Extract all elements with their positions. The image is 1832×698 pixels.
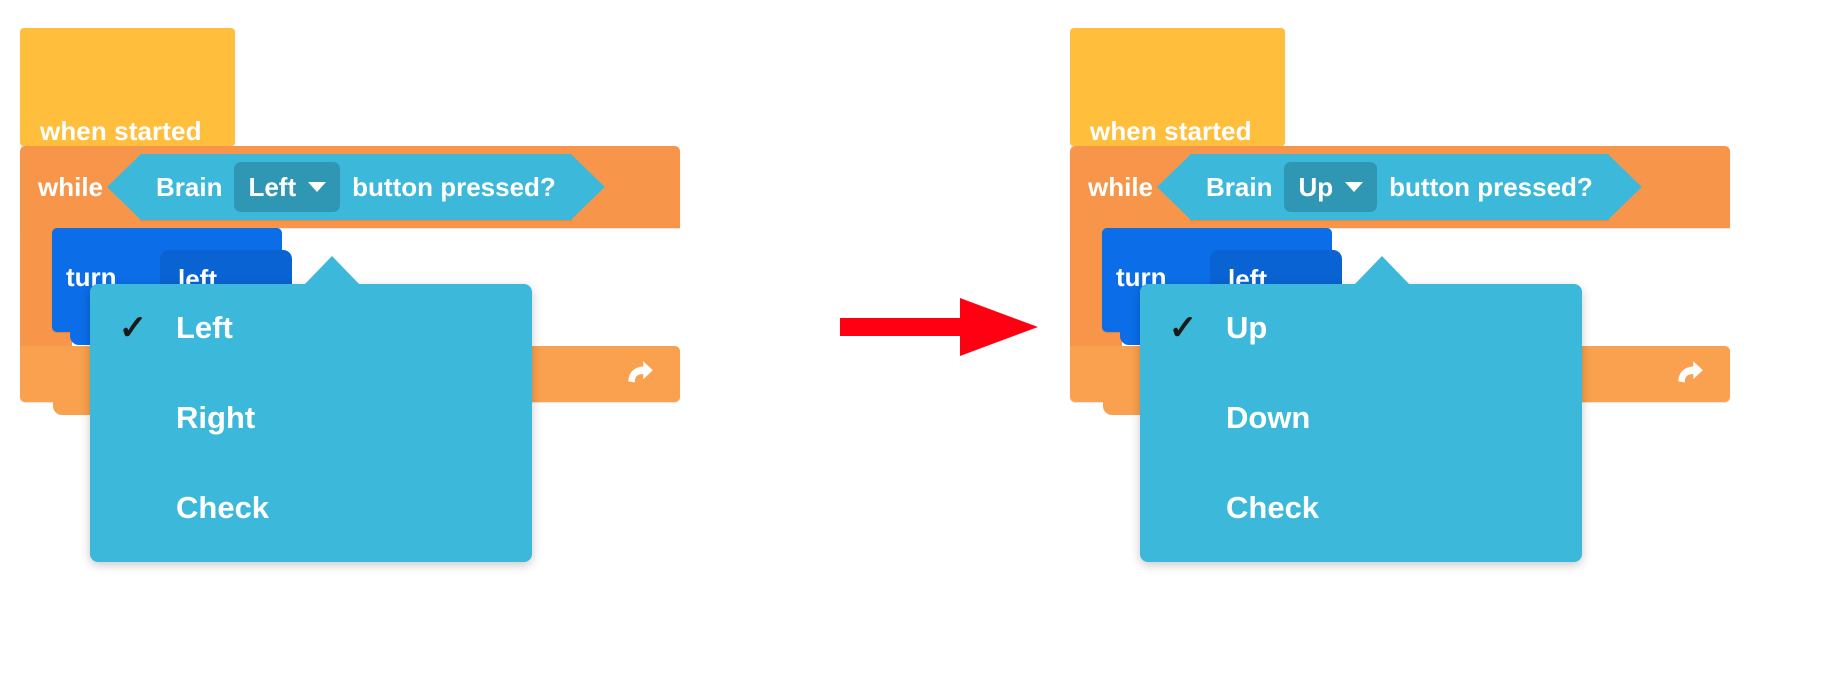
menu-item-1[interactable]: Right (90, 388, 532, 448)
motion-block-notch (1120, 228, 1166, 241)
condition-dropdown[interactable]: Left (234, 162, 341, 212)
control-block-label: while (38, 172, 104, 202)
condition-dropdown-value: Up (1298, 171, 1334, 202)
dropdown-menu-after[interactable]: ✓ Up Down Check (1140, 256, 1582, 562)
motion-block-notch (70, 228, 116, 241)
condition-suffix-label: button pressed? (352, 171, 556, 202)
hex-right-point (1607, 154, 1642, 220)
hat-block-label: when started (40, 116, 202, 146)
menu-item-label: Check (176, 490, 270, 525)
hat-block-dome (1090, 41, 1285, 121)
loop-arrow-icon (628, 361, 653, 383)
hex-left-point (1157, 154, 1191, 220)
dropdown-menu-pointer (1354, 256, 1410, 285)
control-block-bottom-nub (53, 402, 99, 415)
control-block-label: while (1088, 172, 1154, 202)
loop-arrow-icon (1678, 361, 1703, 383)
menu-item-2[interactable]: Check (1140, 478, 1582, 538)
hat-block-label: when started (1090, 116, 1252, 146)
condition-dropdown-value: Left (248, 171, 297, 202)
transition-arrow-icon (840, 298, 1038, 356)
control-block-top: while Brain Left button pressed? (20, 146, 680, 228)
menu-item-2[interactable]: Check (90, 478, 532, 538)
dropdown-menu-before[interactable]: ✓ Left Right Check (90, 256, 532, 562)
script-group-after: when started while Brain Up button press… (1050, 0, 1832, 698)
control-block-top: while Brain Up button pressed? (1070, 146, 1730, 228)
boolean-reporter-brain-button-pressed[interactable]: Brain Up button pressed? (1157, 154, 1642, 220)
menu-item-label: Left (176, 310, 233, 345)
checkmark-icon: ✓ (1168, 309, 1198, 347)
menu-item-1[interactable]: Down (1140, 388, 1582, 448)
script-group-before: when started while Brain Left button pre… (0, 0, 830, 698)
hat-block-when-started[interactable]: when started (20, 28, 235, 146)
menu-item-0[interactable]: ✓ Up (1140, 298, 1582, 358)
menu-item-label: Right (176, 400, 256, 435)
hat-block-dome (40, 41, 235, 121)
condition-prefix-label: Brain (156, 171, 223, 202)
chevron-down-icon (1345, 182, 1364, 192)
menu-item-label: Up (1226, 310, 1268, 345)
hex-left-point (107, 154, 141, 220)
control-block-bottom-nub (1103, 402, 1149, 415)
menu-item-label: Down (1226, 400, 1311, 435)
condition-suffix-label: button pressed? (1389, 171, 1593, 202)
control-block-notch (53, 146, 99, 159)
chevron-down-icon (308, 182, 327, 192)
hat-block-when-started[interactable]: when started (1070, 28, 1285, 146)
condition-dropdown[interactable]: Up (1284, 162, 1378, 212)
condition-prefix-label: Brain (1206, 171, 1273, 202)
boolean-reporter-brain-button-pressed[interactable]: Brain Left button pressed? (107, 154, 605, 220)
checkmark-icon: ✓ (118, 309, 148, 347)
control-block-notch (1103, 146, 1149, 159)
hex-right-point (570, 154, 605, 220)
menu-item-0[interactable]: ✓ Left (90, 298, 532, 358)
dropdown-menu-pointer (304, 256, 360, 285)
menu-item-label: Check (1226, 490, 1320, 525)
